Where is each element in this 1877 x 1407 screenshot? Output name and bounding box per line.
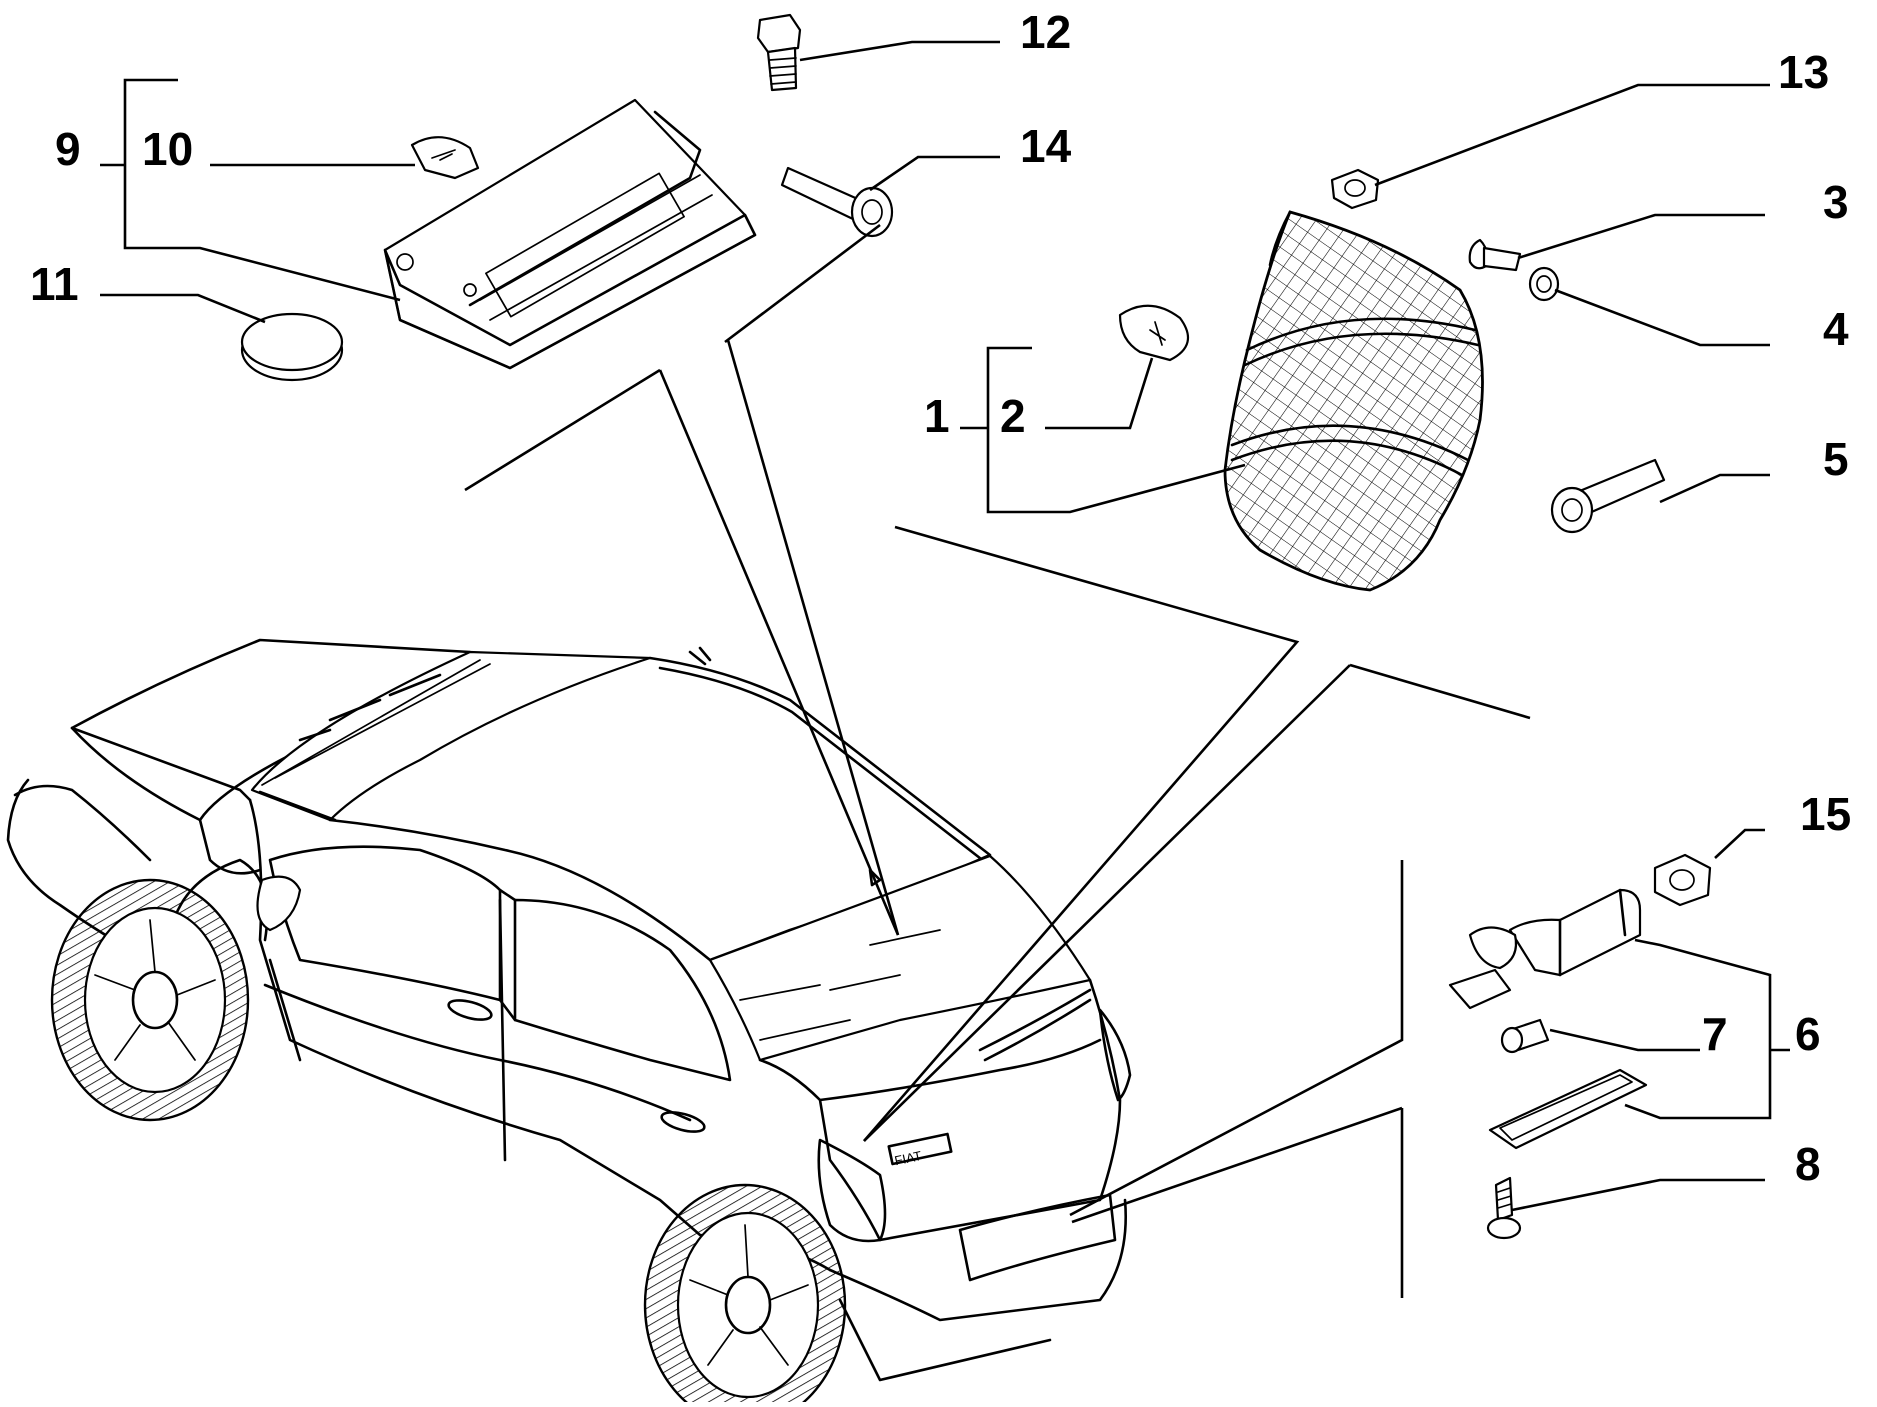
rear-wheel: [643, 1183, 847, 1407]
callout-6: 6: [1795, 1008, 1821, 1060]
callout-5: 5: [1823, 433, 1849, 485]
callout-2: 2: [1000, 390, 1026, 442]
callout-4: 4: [1823, 303, 1849, 355]
callout-3: 3: [1823, 176, 1849, 228]
rivet-14: [780, 166, 894, 238]
plate-lamp-lens: [1488, 1068, 1648, 1150]
nut-13: [1330, 168, 1380, 210]
callout-1: 1: [924, 390, 950, 442]
callout-9: 9: [55, 123, 81, 175]
third-brake-light-housing: [383, 98, 757, 370]
bulb-2: [1118, 304, 1190, 362]
nut-15: [1653, 853, 1712, 907]
callout-14: 14: [1020, 120, 1072, 172]
rivet-5: [1550, 458, 1666, 534]
screw-8: [1486, 1176, 1522, 1240]
front-wheel: [50, 878, 250, 1122]
bolt-12: [756, 13, 802, 92]
leader-lines: [100, 40, 1790, 1298]
plate-lamp-6: [1448, 888, 1642, 1010]
bulb-10: [410, 136, 480, 180]
callout-12: 12: [1020, 6, 1071, 58]
callout-11: 11: [30, 258, 79, 310]
washer-4: [1528, 266, 1560, 302]
callout-15: 15: [1800, 788, 1851, 840]
callout-7: 7: [1702, 1008, 1728, 1060]
bulb-7: [1500, 1018, 1550, 1054]
screw-3: [1468, 238, 1522, 272]
car-badge: FIAT: [893, 1148, 923, 1168]
callout-10: 10: [142, 123, 193, 175]
callout-8: 8: [1795, 1138, 1821, 1190]
cover-11: [240, 312, 344, 382]
car-body: [6, 638, 1132, 1407]
tail-lamp-1: [1223, 210, 1484, 592]
callout-13: 13: [1778, 46, 1829, 98]
